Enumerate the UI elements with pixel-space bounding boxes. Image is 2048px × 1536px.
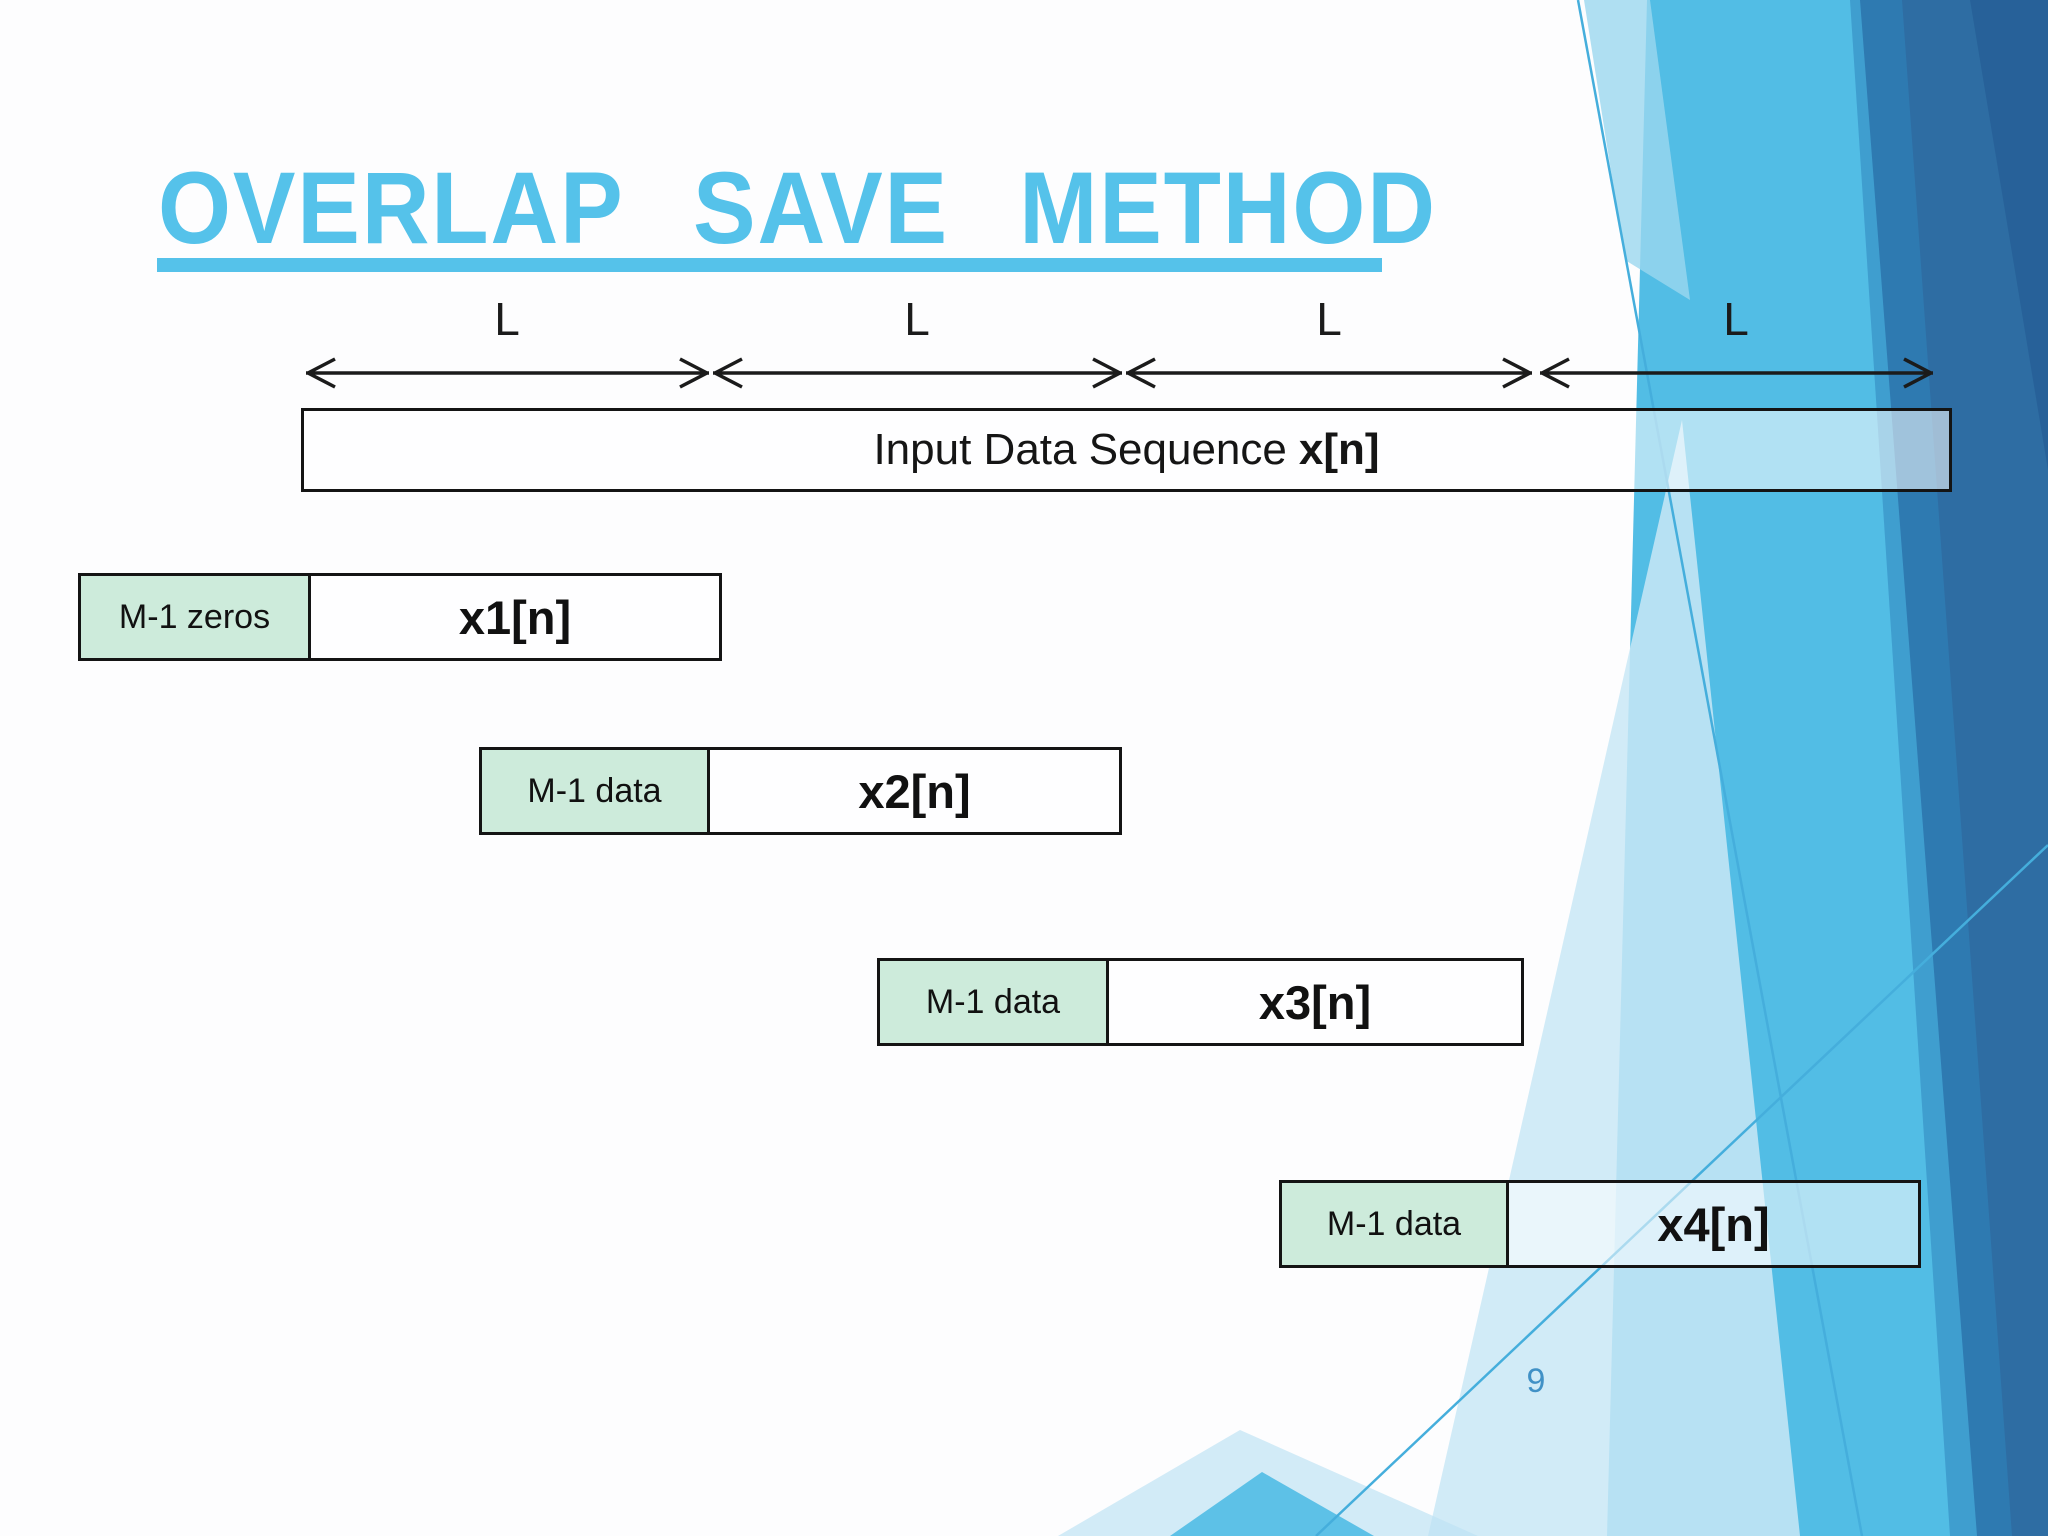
block-x2-name-label: x2[n] xyxy=(858,764,971,818)
block-row-x2: M-1 data x2[n] xyxy=(479,747,1122,835)
block-x1-name-label: x1[n] xyxy=(458,590,572,644)
block-x1-prefix-cell: M-1 zeros xyxy=(81,576,311,658)
block-x4-prefix-label: M-1 data xyxy=(1326,1204,1462,1243)
block-x4-prefix-cell: M-1 data xyxy=(1282,1183,1509,1265)
arrow-segment-1 xyxy=(306,357,709,389)
wedge-darker-corner xyxy=(1970,0,2048,470)
wedge-pale-sliver xyxy=(1584,0,1690,300)
wedge-mid-seam xyxy=(1850,0,2012,1536)
arrow-segment-3 xyxy=(1126,357,1532,389)
segment-label-4: L xyxy=(1723,293,1749,345)
block-x2-prefix-cell: M-1 data xyxy=(482,750,710,832)
block-x3-prefix-label: M-1 data xyxy=(925,982,1061,1021)
block-x4-name-label: x4[n] xyxy=(1657,1197,1770,1251)
block-x3-name-label: x3[n] xyxy=(1258,975,1372,1029)
block-x3-prefix-cell: M-1 data xyxy=(880,961,1109,1043)
block-row-x3: M-1 data x3[n] xyxy=(877,958,1524,1046)
arrow-segment-4 xyxy=(1540,357,1933,389)
block-x1-prefix-label: M-1 zeros xyxy=(118,597,271,636)
block-row-x1: M-1 zeros x1[n] xyxy=(78,573,722,661)
block-x2-prefix-label: M-1 data xyxy=(527,771,662,810)
block-row-x4: M-1 data x4[n] xyxy=(1279,1180,1921,1268)
wedge-bright-tip xyxy=(1170,1472,1374,1536)
block-x3-name-cell: x3[n] xyxy=(1109,961,1521,1043)
arrow-segment-2 xyxy=(713,357,1122,389)
segment-label-3: L xyxy=(1316,293,1342,345)
segment-label-2: L xyxy=(904,293,930,345)
thin-accent-line-steep xyxy=(1576,0,1864,1536)
input-sequence-label: Input Data Sequence xyxy=(873,425,1287,474)
page-number: 9 xyxy=(1526,1362,1546,1400)
input-sequence-box: Input Data Sequence x[n] xyxy=(301,408,1952,492)
title-underline xyxy=(157,258,1382,272)
input-sequence-variable: x[n] xyxy=(1298,425,1380,474)
slide-title: OVERLAP SAVE METHOD xyxy=(158,151,1437,265)
block-x2-name-cell: x2[n] xyxy=(710,750,1119,832)
block-x4-name-cell: x4[n] xyxy=(1509,1183,1918,1265)
segment-label-1: L xyxy=(494,293,520,345)
block-x1-name-cell: x1[n] xyxy=(311,576,719,658)
